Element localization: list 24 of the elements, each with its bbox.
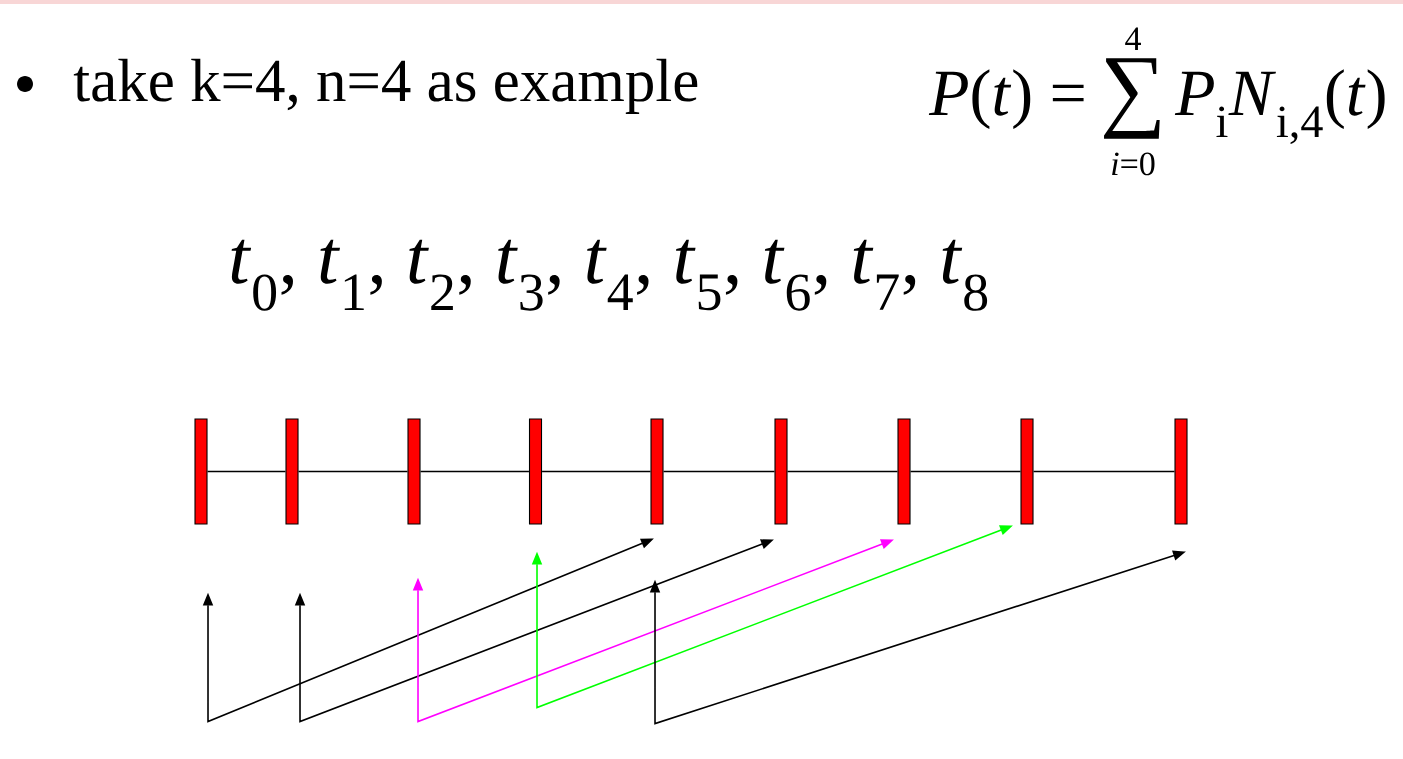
knot-bar bbox=[1020, 418, 1034, 525]
line-segment bbox=[909, 470, 1022, 473]
knot-bar bbox=[194, 418, 208, 525]
knot-bar bbox=[528, 418, 543, 525]
summation-sign: ∑ bbox=[1104, 58, 1160, 139]
knot-sequence: t$_{0}$, t$_{1}$, t$_{2}$, t$_{3}$, t$_{4}$, t$_{5}$, t$_{6}$, t$_{7}$, t$_{8}$ bbox=[231, 239, 988, 311]
bullet-text: take k=4, n=4 as example bbox=[73, 58, 698, 114]
formula-text: P$_{i}$N$_{i,4}$(t) bbox=[1174, 69, 1385, 145]
knot-bar bbox=[774, 418, 788, 525]
knot-bar bbox=[650, 418, 664, 525]
knot-bar bbox=[897, 418, 911, 525]
line-segment bbox=[662, 470, 776, 473]
line-segment bbox=[541, 470, 652, 473]
line-segment bbox=[419, 470, 530, 473]
line-segment bbox=[1032, 470, 1176, 473]
formula-text: P(t) = bbox=[928, 69, 1084, 130]
sum-upper-limit: 4 bbox=[1125, 27, 1141, 50]
knot-bar bbox=[1174, 418, 1188, 525]
line-segment bbox=[297, 470, 409, 473]
knot-bar bbox=[285, 418, 299, 525]
knot-bar bbox=[407, 418, 421, 525]
sum-lower-limit: i=0 bbox=[1112, 152, 1155, 176]
line-segment bbox=[786, 470, 899, 473]
line-segment bbox=[206, 470, 287, 473]
